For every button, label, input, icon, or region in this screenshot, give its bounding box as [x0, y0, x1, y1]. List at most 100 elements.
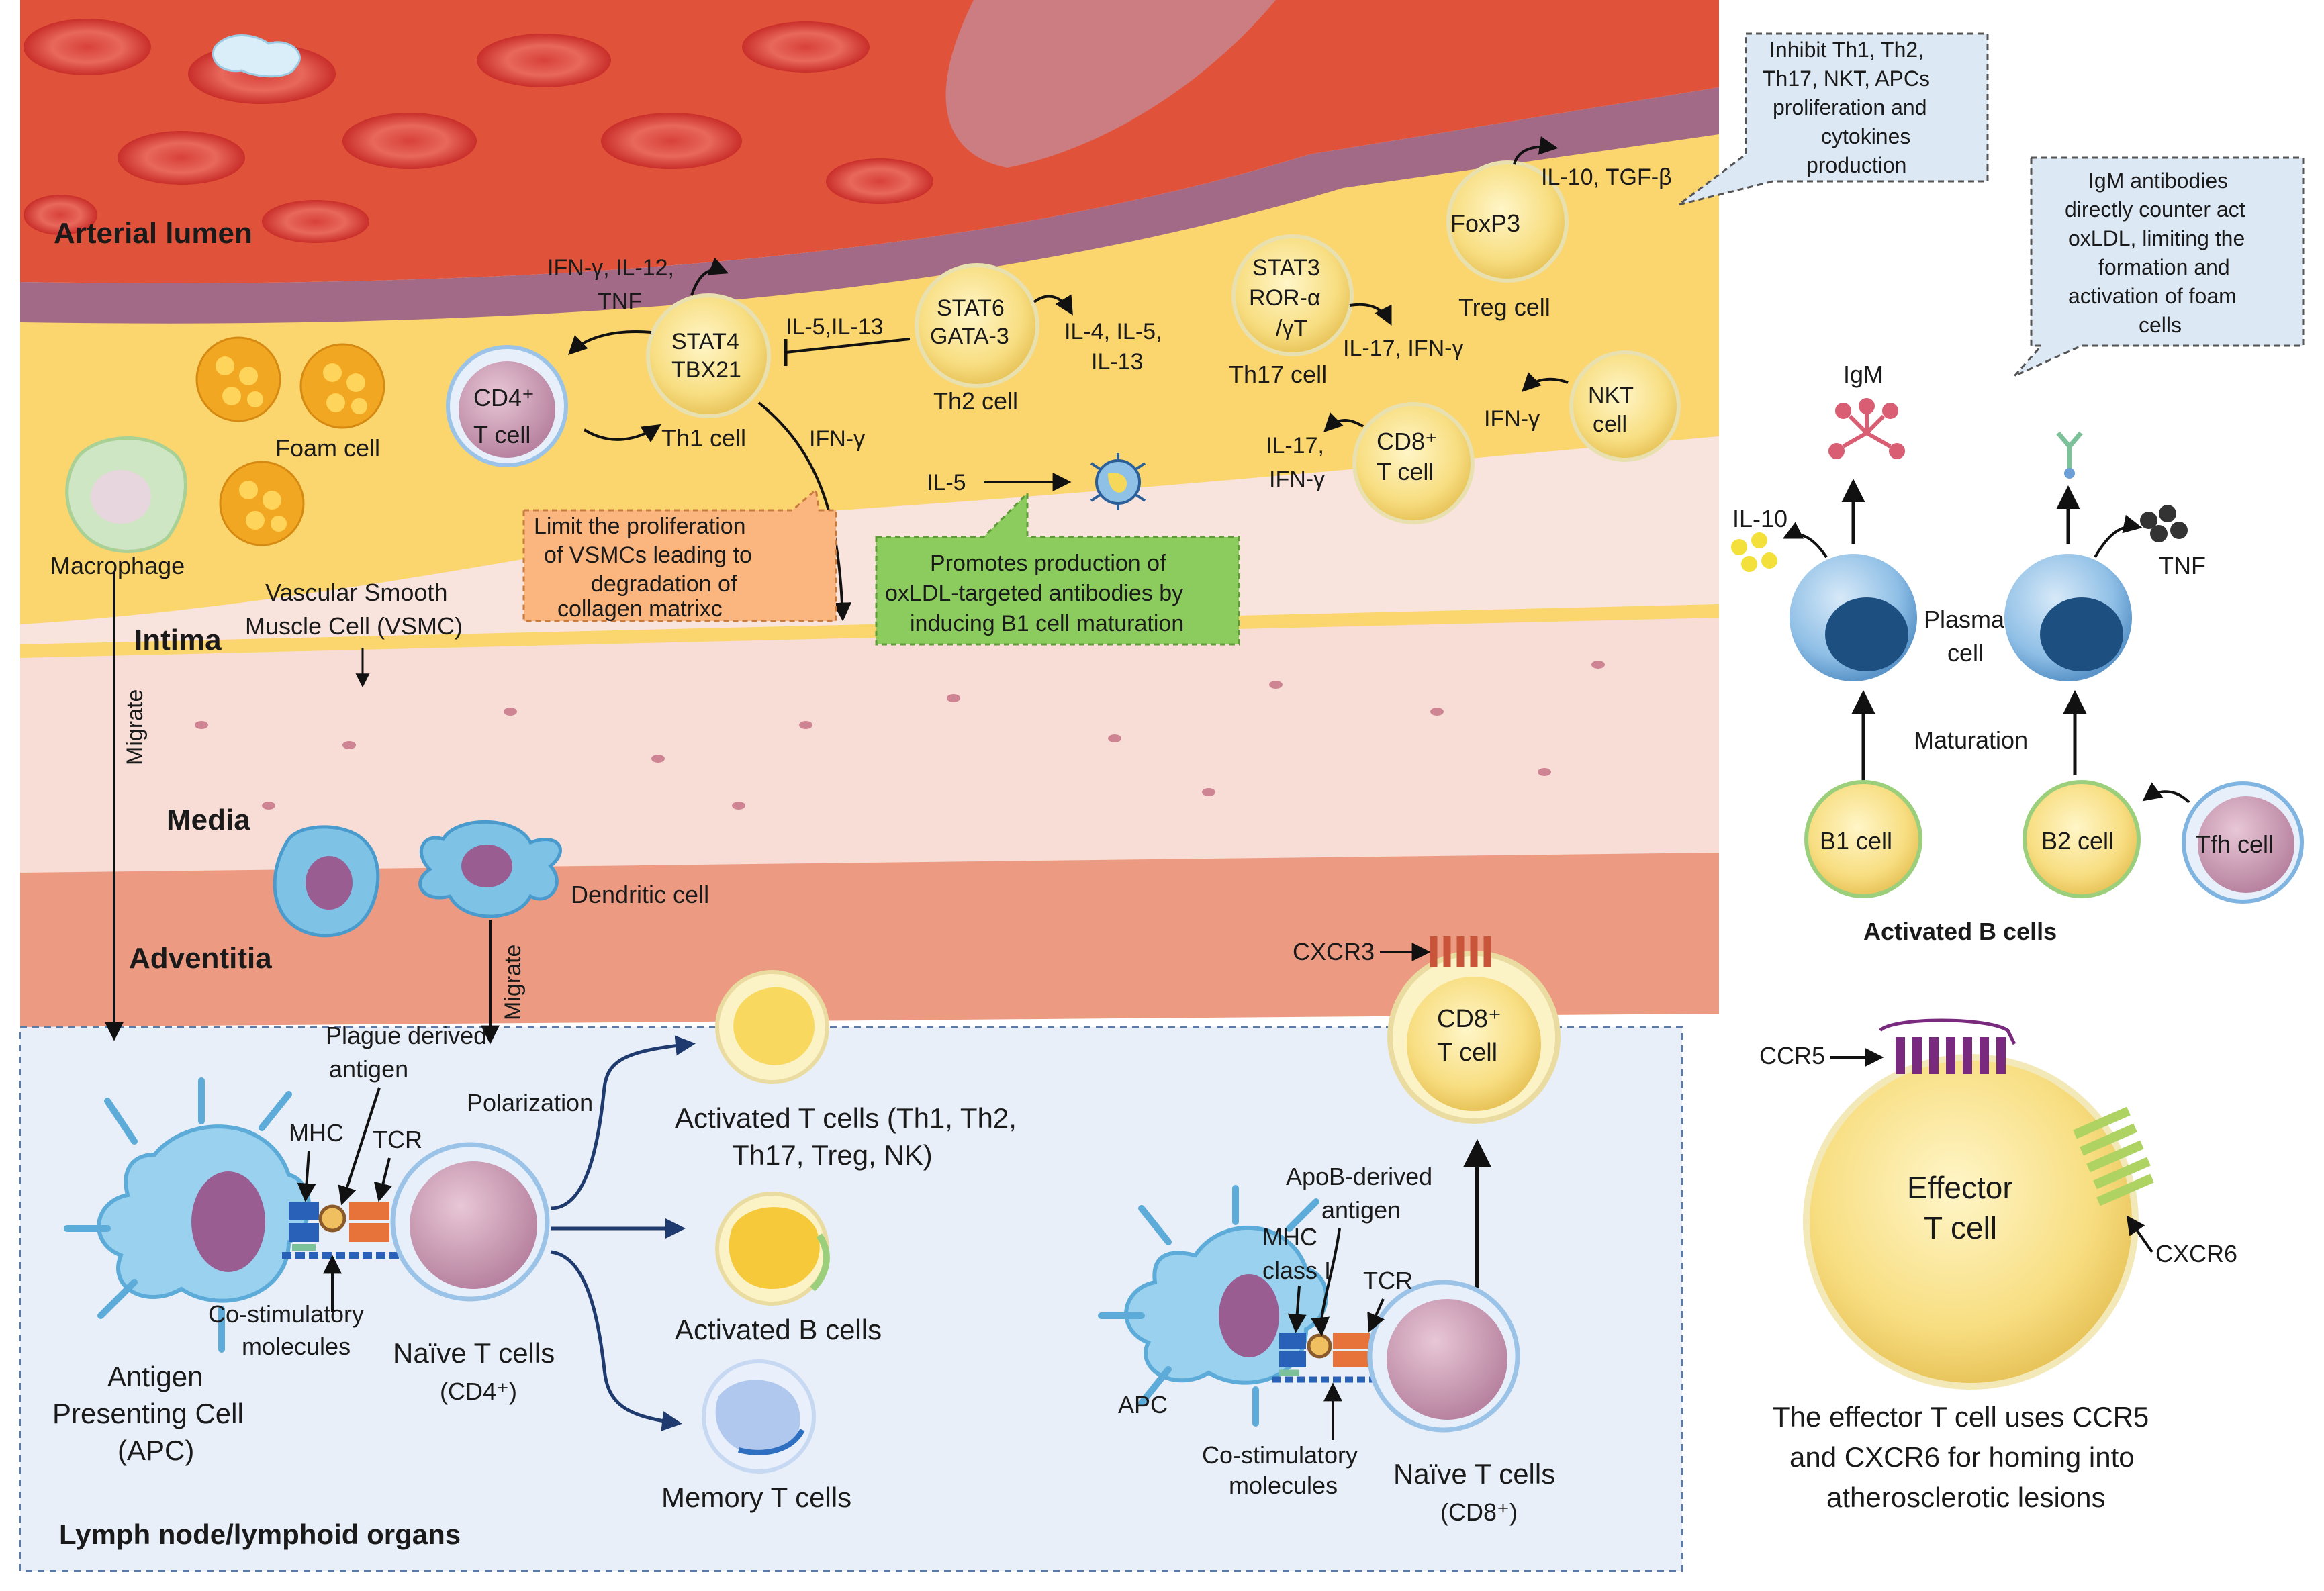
effector-caption-3: atherosclerotic lesions — [1826, 1482, 2106, 1513]
plasma-cell-right — [2004, 554, 2132, 681]
igm-callout-line4: formation and — [2098, 255, 2230, 279]
cxcr3-receptor-icon — [1430, 936, 1491, 967]
treg-callout — [1678, 32, 1989, 206]
nkt-label-2: cell — [1593, 412, 1627, 437]
naive-cd4-t-cell — [390, 1142, 550, 1302]
naive-cd8-label-1: Naïve T cells — [1393, 1458, 1555, 1490]
il5-label: IL-5 — [927, 470, 966, 495]
nkt-to-ifng-arrow — [1522, 372, 1569, 392]
igm-callout-line3: oxLDL, limiting the — [2068, 226, 2245, 250]
th2-label-2: GATA-3 — [930, 324, 1009, 349]
mhc-label: MHC — [289, 1119, 344, 1147]
apob-arrow — [1311, 1228, 1341, 1337]
costim2-label-2: molecules — [1229, 1472, 1338, 1499]
dendritic-cell-1 — [273, 825, 380, 938]
label-macrophage: Macrophage — [50, 552, 185, 579]
th1-ifng-label: IFN-γ — [809, 426, 865, 452]
th2-label-1: STAT6 — [937, 295, 1005, 321]
effector-label-2: T cell — [1924, 1210, 1997, 1245]
th2-inhibit-th1-line — [785, 338, 911, 354]
ccr5-label: CCR5 — [1759, 1042, 1825, 1069]
lumen-pale-flap — [945, 0, 1276, 168]
th17-label-3: /γT — [1276, 316, 1307, 341]
cd8-lymph-label-2: T cell — [1437, 1039, 1497, 1067]
th2-name: Th2 cell — [933, 387, 1018, 415]
treg-to-cytokines-arrow — [1513, 136, 1559, 165]
foam-cells — [195, 336, 385, 546]
mhc1-arrow — [1287, 1285, 1307, 1333]
cd4-t-cell — [446, 345, 568, 467]
green-callout-line3: inducing B1 cell maturation — [910, 611, 1184, 636]
endothelium-layer — [20, 87, 1719, 324]
th17-label-1: STAT3 — [1252, 255, 1320, 281]
plague-antigen-arrow — [338, 1087, 381, 1206]
th1-cell — [646, 293, 771, 418]
cd8-plaque-label-2: T cell — [1377, 458, 1434, 485]
label-foam-cell: Foam cell — [275, 434, 380, 462]
treg-name: Treg cell — [1458, 293, 1550, 321]
apc-label-1: Antigen — [107, 1361, 203, 1392]
cxcr6-receptor-icon — [2073, 1106, 2154, 1206]
treg-callout-line3: proliferation and — [1773, 95, 1926, 119]
migrate-label-center: Migrate — [500, 945, 526, 1020]
plasma-left-to-il10 — [1782, 522, 1828, 559]
effector-label-1: Effector — [1907, 1170, 2013, 1205]
il10-dots — [1731, 532, 1777, 572]
tnf-dots — [2140, 505, 2188, 542]
nkt-label-1: NKT — [1588, 383, 1634, 408]
b2-cell — [2023, 780, 2141, 898]
apob-label-1: ApoB-derived — [1286, 1163, 1432, 1190]
green-callout-line2: oxLDL-targeted antibodies by — [885, 581, 1183, 606]
label-dendritic-cell: Dendritic cell — [571, 881, 709, 908]
treg-cytokines: IL-10, TGF-β — [1541, 164, 1672, 190]
th1-to-cd4-arrow — [568, 330, 652, 355]
cd8-effector-cell — [1387, 936, 1561, 1124]
il10-label: IL-10 — [1732, 505, 1787, 532]
cd8-plaque-cell — [1352, 402, 1475, 524]
th1-ifng-arrow — [757, 401, 852, 622]
orange-callout-line1: Limit the proliferation — [534, 514, 746, 539]
effector-caption-2: and CXCR6 for homing into — [1790, 1441, 2135, 1473]
mhc1-label-1: MHC — [1262, 1223, 1317, 1251]
b2-label: B2 cell — [2041, 827, 2114, 855]
th1-to-cytokines-arrow — [690, 257, 729, 296]
apc2-label: APC — [1118, 1391, 1168, 1418]
plague-antigen-1: Plague derived — [326, 1022, 487, 1049]
th2-cell — [915, 263, 1039, 388]
polarization-arrow-up — [550, 1035, 696, 1210]
label-intima: Intima — [134, 624, 222, 657]
activated-t-label-2: Th17, Treg, NK) — [732, 1139, 933, 1171]
igm-callout — [2013, 156, 2305, 377]
plague-antigen-2: antigen — [329, 1055, 408, 1083]
igm-callout-line1: IgM antibodies — [2088, 168, 2228, 193]
cd8-to-cytokines-arrow — [1323, 412, 1364, 432]
ccr5-receptor-icon — [1879, 1018, 2016, 1045]
naive-cd8-label-2: (CD8⁺) — [1440, 1498, 1518, 1526]
treg-callout-line5: production — [1806, 153, 1906, 177]
macrophage — [65, 436, 187, 553]
memory-t-label: Memory T cells — [661, 1482, 851, 1513]
orange-callout-line3: degradation of — [591, 571, 737, 597]
media-smooth-muscle-nuclei — [195, 661, 1605, 810]
nkt-ifng: IFN-γ — [1484, 406, 1540, 432]
il5-il13-label: IL-5,IL-13 — [786, 314, 884, 340]
naive-cd4-label-1: Naïve T cells — [393, 1337, 555, 1369]
orange-callout — [522, 488, 837, 622]
polarization-label: Polarization — [467, 1089, 593, 1116]
costim-label-1: Co-stimulatory — [208, 1300, 364, 1328]
apc-cd4 — [64, 1077, 311, 1353]
tcr2-label: TCR — [1363, 1267, 1413, 1294]
cd8-plaque-cytokines-1: IL-17, — [1266, 433, 1324, 459]
th1-name: Th1 cell — [661, 424, 746, 452]
apc-label-2: Presenting Cell — [52, 1398, 244, 1429]
treg-label: FoxP3 — [1450, 209, 1520, 237]
mhc1-tcr-complex — [1272, 1333, 1380, 1383]
th17-to-cytokines-arrow — [1349, 303, 1392, 326]
green-callout — [875, 491, 1240, 646]
orange-callout-line4: collagen matrixc — [557, 596, 723, 622]
cxcr3-label: CXCR3 — [1293, 938, 1375, 965]
igg-antibody-icon — [2056, 431, 2083, 479]
naive-cd8-t-cell — [1367, 1280, 1520, 1433]
cd4-to-th1-arrow — [583, 424, 661, 443]
treg-callout-line1: Inhibit Th1, Th2, — [1769, 38, 1924, 62]
